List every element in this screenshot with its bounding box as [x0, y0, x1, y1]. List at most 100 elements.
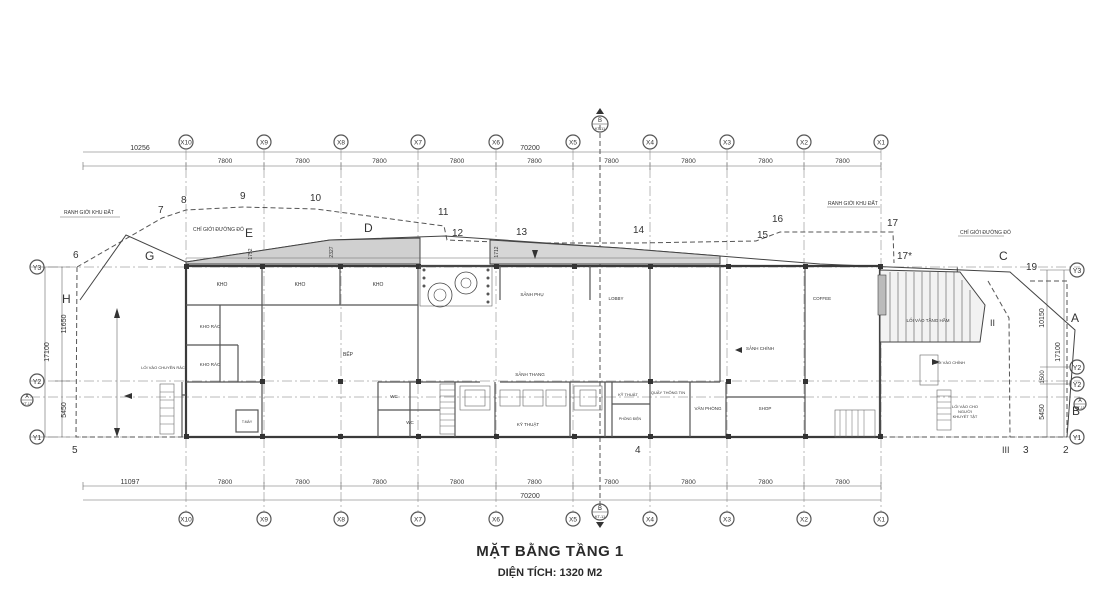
dim-left-lower: 5450 — [61, 402, 68, 418]
axis-y1-label-right: Y1 — [1073, 435, 1082, 442]
axis-bubble-top-6 — [642, 134, 658, 150]
site-point-5: 5 — [72, 445, 78, 456]
room-label-loi-vao-nguoi-khuyet-tat: LỐI VÀO CHO NGƯỜI KHUYẾT TẬT — [951, 404, 978, 419]
axis-bubble-bottom-5 — [565, 511, 581, 527]
axis-label-top-1: X9 — [260, 140, 268, 147]
dim-top-left-offset: 10256 — [130, 145, 150, 152]
dim-bottom-total: 70200 — [520, 493, 540, 500]
axis-bubble-top-4 — [488, 134, 504, 150]
axis-label-top-4: X6 — [492, 140, 500, 147]
stairs-and-lifts — [159, 354, 952, 438]
site-letter-b: A — [1071, 311, 1079, 325]
axis-bubble-bottom-9 — [873, 511, 889, 527]
room-label-loi-vao-tang-ham: LỐI VÀO TẦNG HẦM — [907, 317, 950, 323]
dim-bay-bottom-6: 7800 — [681, 479, 696, 486]
site-point-8: 8 — [181, 195, 187, 206]
room-label-kho-1: KHO — [217, 282, 228, 288]
site-point-19: 19 — [1026, 262, 1038, 273]
room-label-kho-3: KHO — [373, 282, 384, 288]
axis-y2-label-left: Y2 — [33, 379, 42, 386]
room-label-loi-vao-chinh: LỐI VÀO CHÍNH — [935, 360, 965, 365]
room-label-kho-rac-2: KHO RÁC — [200, 361, 221, 367]
site-point-3: 3 — [1023, 445, 1029, 456]
room-label-wc-2: WC — [406, 420, 414, 425]
room-label-lobby: LOBBY — [608, 296, 623, 301]
dim-bay-top-5: 7800 — [604, 158, 619, 165]
dim-front-1: 1752 — [248, 248, 254, 259]
y-axis-bubbles-left: Y3 Y2 Y1 A KT-11 — [20, 259, 45, 445]
site-point-17-star: 17* — [897, 251, 912, 262]
dim-bay-bottom-1: 7800 — [295, 479, 310, 486]
room-label-van-phong: VĂN PHÒNG — [694, 405, 722, 411]
boundary-label-right: RANH GIỚI KHU ĐẤT — [828, 200, 878, 207]
section-marker-letter-bottom: B — [598, 506, 602, 512]
axis-label-bottom-6: X4 — [646, 517, 654, 524]
room-label-ky-thuat-1: KỸ THUẬT — [517, 421, 539, 427]
section-marker-ref-top: KT-11 — [595, 126, 606, 131]
axis-bubble-bottom-2 — [333, 511, 349, 527]
axis-bubble-top-0 — [178, 134, 194, 150]
axis-label-bottom-4: X6 — [492, 517, 500, 524]
site-letter-d: D — [364, 221, 373, 235]
axis-bubble-top-9 — [873, 134, 889, 150]
axis-bubble-top-8 — [796, 134, 812, 150]
dim-bottom-left-offset: 11097 — [121, 479, 140, 486]
axis-label-bottom-0: X10 — [180, 517, 192, 524]
site-letter-a: B — [1072, 404, 1080, 418]
axis-bubble-bottom-1 — [256, 511, 272, 527]
redline-label-right: CHỈ GIỚI ĐƯỜNG ĐỎ — [960, 229, 1011, 236]
axis-bubble-bottom-0 — [178, 511, 194, 527]
dim-bay-bottom-2: 7800 — [372, 479, 387, 486]
site-point-labels: 2 3 4 5 6 7 8 9 10 11 12 13 14 15 16 17 … — [62, 191, 1080, 456]
section-marker-top: B KT-11 — [591, 108, 609, 510]
roman-point-3: III — [1002, 445, 1010, 455]
axis-label-bottom-7: X3 — [723, 517, 731, 524]
room-label-loi-vao-chuyen-rac: LỐI VÀO CHUYÊN RÁC — [141, 365, 185, 370]
front-canopy: 1752 2327 1712 — [185, 237, 721, 265]
room-label-kho-2: KHO — [295, 282, 306, 288]
axis-bubble-bottom-6 — [642, 511, 658, 527]
dim-bay-top-8: 7800 — [835, 158, 850, 165]
axis-y3-label-left: Y3 — [33, 265, 42, 272]
room-label-shop: SHOP — [759, 406, 772, 411]
axis-bubble-bottom-3 — [410, 511, 426, 527]
room-label-quay-thong-tin: QUẦY THÔNG TIN — [651, 390, 685, 395]
axis-bubble-top-5 — [565, 134, 581, 150]
basement-ramp: LỐI VÀO TẦNG HẦM — [877, 269, 986, 343]
dim-bay-bottom-7: 7800 — [758, 479, 773, 486]
site-point-13: 13 — [516, 227, 528, 238]
dim-top-total: 70200 — [520, 145, 540, 152]
dim-bay-top-7: 7800 — [758, 158, 773, 165]
axis-bubble-bottom-7 — [719, 511, 735, 527]
drawing-title: MẶT BẰNG TẦNG 1 — [476, 543, 624, 560]
axis-bubble-top-7 — [719, 134, 735, 150]
dim-bay-top-3: 7800 — [450, 158, 465, 165]
site-point-12: 12 — [452, 228, 464, 239]
axis-bubble-top-1 — [256, 134, 272, 150]
site-point-17: 17 — [887, 218, 899, 229]
room-label-sanh-thang: SẢNH THANG — [515, 371, 545, 377]
room-label-kho-rac-1: KHO RÁC — [200, 323, 221, 329]
dim-front-3: 1712 — [494, 246, 500, 257]
axis-y1-label-left: Y1 — [33, 435, 42, 442]
site-point-2: 2 — [1063, 445, 1069, 456]
room-label-phong-dien: PHÒNG ĐIỆN — [619, 416, 642, 421]
side-marker-letter-left: A — [25, 394, 29, 400]
room-labels: KHO KHO KHO KHO RÁC KHO RÁC BẾP SẢNH PHỤ… — [141, 282, 978, 427]
roman-point-1: I — [956, 266, 959, 276]
axis-bubble-top-2 — [333, 134, 349, 150]
dim-bay-top-2: 7800 — [372, 158, 387, 165]
courtyard-trees — [419, 265, 493, 308]
axis-label-top-9: X1 — [877, 140, 885, 147]
dim-bay-bottom-0: 7800 — [218, 479, 233, 486]
site-point-9: 9 — [240, 191, 246, 202]
site-letter-e: E — [245, 226, 253, 240]
site-point-15: 15 — [757, 230, 769, 241]
left-dimension-chain: 17100 11650 5450 — [40, 266, 70, 438]
dim-front-2: 2327 — [329, 246, 335, 257]
building-walls — [181, 264, 883, 439]
site-point-10: 10 — [310, 193, 322, 204]
dim-bay-top-4: 7800 — [527, 158, 542, 165]
site-letter-c: C — [999, 249, 1008, 263]
